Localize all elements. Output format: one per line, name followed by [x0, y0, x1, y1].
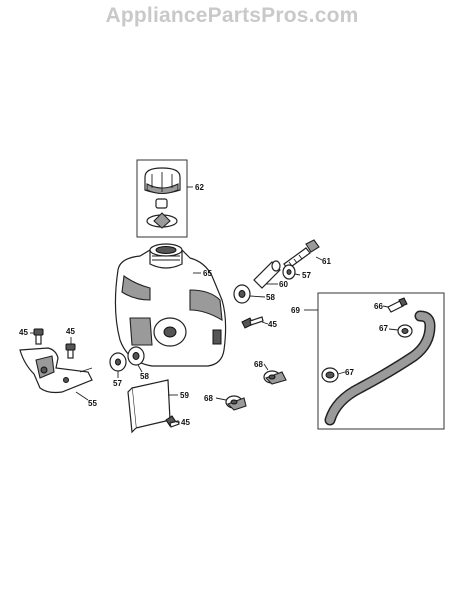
washer[interactable]	[109, 352, 127, 372]
callout-60: 60	[279, 280, 288, 289]
callout-59: 59	[180, 391, 189, 400]
callout-68-right: 68	[254, 360, 263, 369]
heat-shield-plate[interactable]	[127, 379, 171, 434]
mounting-bracket[interactable]	[19, 347, 93, 394]
callout-45-mid: 45	[66, 327, 75, 336]
callout-62: 62	[195, 183, 204, 192]
callout-69: 69	[291, 306, 300, 315]
callout-65: 65	[203, 269, 212, 278]
callout-57-lower: 57	[113, 379, 122, 388]
screw[interactable]	[65, 343, 76, 359]
spacer-sleeve[interactable]	[253, 260, 281, 289]
callout-45-bottom: 45	[181, 418, 190, 427]
watermark: AppliancePartsPros.com	[105, 4, 359, 27]
callout-61: 61	[322, 257, 331, 266]
fuel-cap-assembly[interactable]	[136, 159, 188, 238]
callout-67-lower: 67	[345, 368, 354, 377]
hose-clip[interactable]	[263, 370, 287, 385]
callout-66: 66	[374, 302, 383, 311]
fuel-tank[interactable]	[114, 243, 227, 367]
callout-58-upper: 58	[266, 293, 275, 302]
callout-55: 55	[88, 399, 97, 408]
screw[interactable]	[165, 415, 180, 428]
callout-45-tank: 45	[268, 320, 277, 329]
callout-58-lower: 58	[140, 372, 149, 381]
callout-45-left: 45	[19, 328, 28, 337]
hose-clip[interactable]	[225, 395, 247, 411]
grommet[interactable]	[233, 284, 251, 304]
callout-57-upper: 57	[302, 271, 311, 280]
washer[interactable]	[282, 264, 296, 280]
screw[interactable]	[33, 328, 44, 345]
screw[interactable]	[241, 316, 264, 329]
grommet[interactable]	[127, 346, 145, 366]
fuel-line-kit[interactable]	[317, 292, 445, 430]
callout-68-left: 68	[204, 394, 213, 403]
callout-67-upper: 67	[379, 324, 388, 333]
